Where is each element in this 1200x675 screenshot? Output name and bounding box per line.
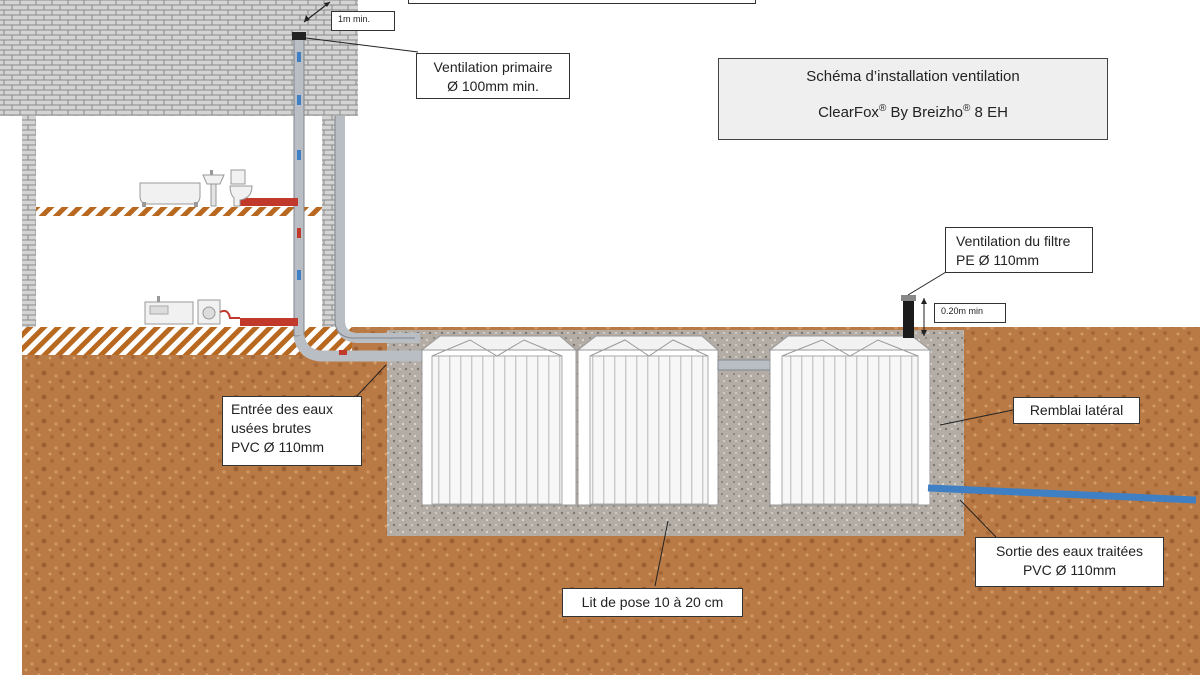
bathtub-icon xyxy=(139,182,201,207)
outlet-pipe xyxy=(927,484,1197,504)
house-wall-left xyxy=(22,116,36,328)
washing-machine-icon xyxy=(197,299,221,325)
upper-floor-slab xyxy=(36,207,322,216)
connecting-pipe xyxy=(717,359,771,371)
diagram-title: Schéma d’installation ventilation ClearF… xyxy=(718,58,1108,140)
filter-height-label: 0.20m min xyxy=(934,303,1006,323)
inlet-pipe xyxy=(293,334,428,362)
min-height-label: 1m min. xyxy=(331,11,395,31)
title-by: By Breizho xyxy=(886,104,964,121)
top-cut-box xyxy=(408,0,756,4)
inlet-label-line3: PVC Ø 110mm xyxy=(231,439,325,455)
inlet-label-line2: usées brutes xyxy=(231,420,312,436)
outlet-label-line2: PVC Ø 110mm xyxy=(1022,562,1117,578)
filter-vent-pipe xyxy=(903,300,914,338)
primary-vent-label-line2: Ø 100mm min. xyxy=(447,78,539,94)
stack-pipe xyxy=(293,35,305,337)
title-tail: 8 EH xyxy=(970,104,1008,121)
title-reg-mark-2: ® xyxy=(963,103,971,114)
filter-vent-label-line2: PE Ø 110mm xyxy=(956,252,1039,268)
vent-cap-icon xyxy=(292,32,306,40)
bedding-label: Lit de pose 10 à 20 cm xyxy=(562,588,743,617)
kitchen-sink-icon xyxy=(144,296,194,325)
filter-tank-2 xyxy=(576,335,720,506)
stack-markers xyxy=(297,52,301,280)
washer-hose xyxy=(219,309,240,319)
title-line1: Schéma d’installation ventilation xyxy=(806,68,1020,85)
sink-icon xyxy=(202,170,225,207)
filter-tank-3 xyxy=(768,335,932,506)
upper-branch-pipe xyxy=(240,198,298,206)
backfill-label: Remblai latéral xyxy=(1013,397,1140,424)
toilet-icon xyxy=(229,169,253,207)
title-brand: ClearFox xyxy=(818,104,879,121)
outlet-label: Sortie des eaux traitées PVC Ø 110mm xyxy=(975,537,1164,587)
title-line2: ClearFox® By Breizho® 8 EH xyxy=(719,99,1107,123)
house-wall-right xyxy=(322,116,336,328)
inlet-label: Entrée des eaux usées brutes PVC Ø 110mm xyxy=(222,396,362,466)
outlet-label-line1: Sortie des eaux traitées xyxy=(995,543,1144,559)
lower-branch-pipe xyxy=(240,318,298,326)
secondary-downpipe xyxy=(335,116,420,343)
inlet-label-line1: Entrée des eaux xyxy=(231,401,333,417)
title-reg-mark-1: ® xyxy=(878,103,887,114)
filter-tank-1 xyxy=(420,335,578,506)
primary-vent-label-line1: Ventilation primaire xyxy=(433,59,553,75)
filter-vent-label-line1: Ventilation du filtre xyxy=(956,233,1071,249)
primary-vent-label: Ventilation primaire Ø 100mm min. xyxy=(416,53,570,99)
filter-vent-label: Ventilation du filtre PE Ø 110mm xyxy=(945,227,1093,273)
